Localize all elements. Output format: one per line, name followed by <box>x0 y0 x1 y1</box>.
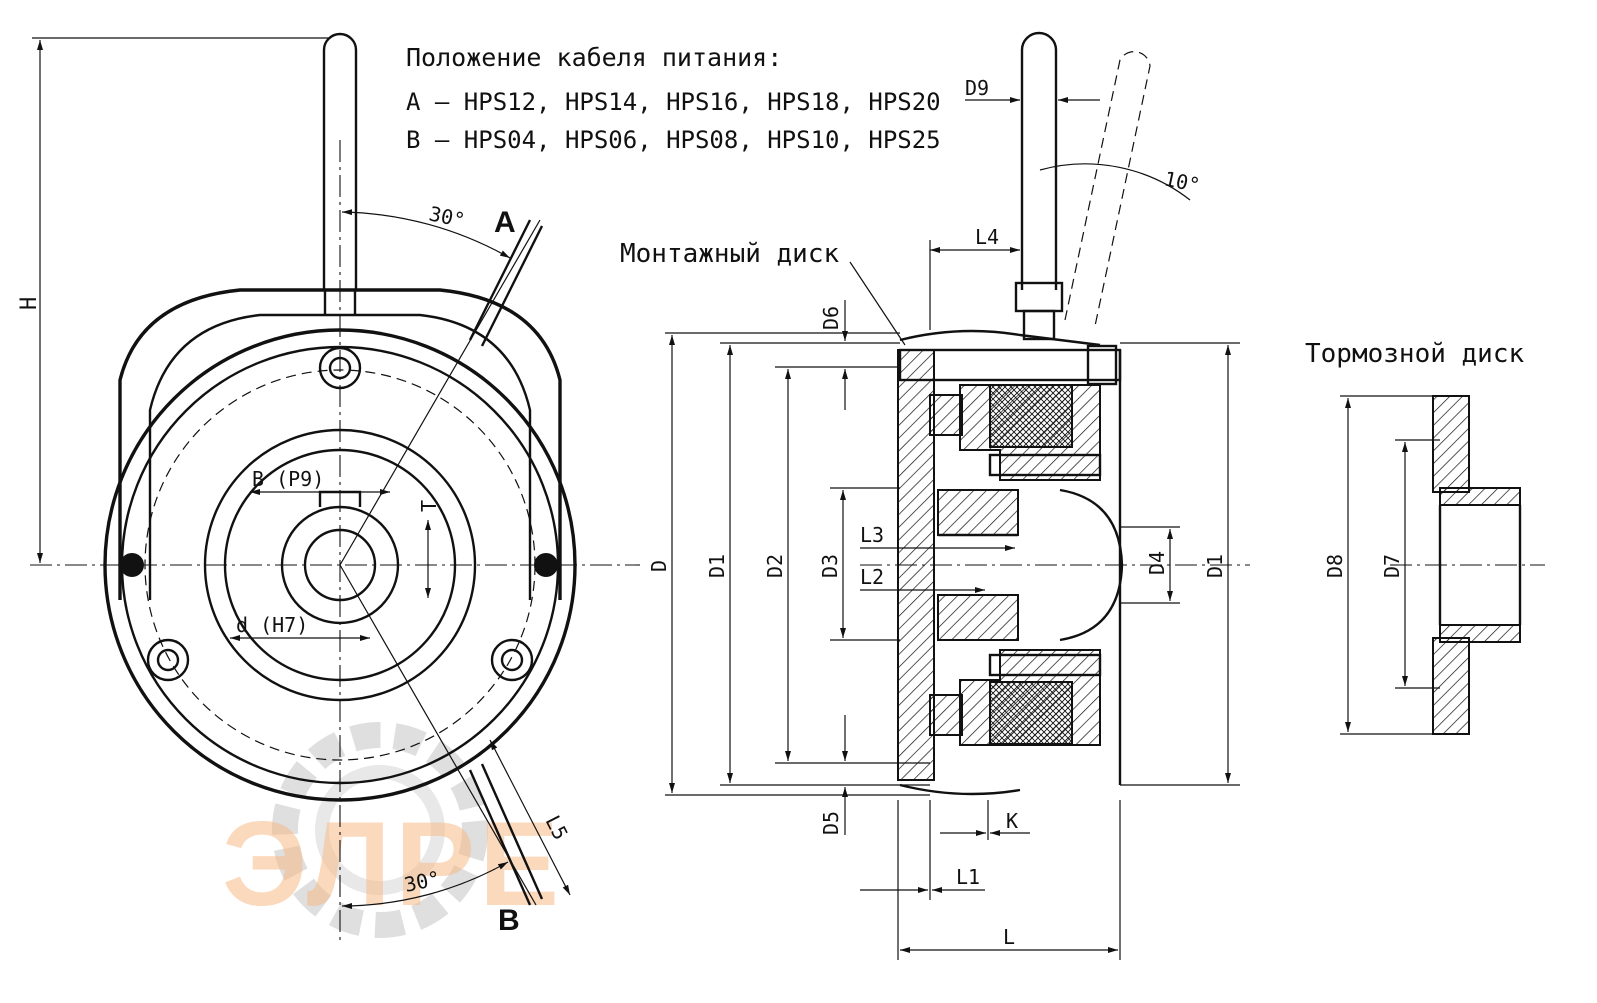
label-brake-disc: Тормозной диск <box>1305 339 1524 369</box>
label-angle-10: 10° <box>1162 166 1202 197</box>
label-mounting-disc: Монтажный диск <box>620 239 839 269</box>
front-view: A B 30° 30° H B (P9) T d (H7) L5 <box>17 32 640 940</box>
label-dim-d2: D2 <box>763 554 787 578</box>
cable-position-notes: Положение кабеля питания: A – HPS12, HPS… <box>406 43 941 154</box>
label-dim-h: H <box>17 297 42 310</box>
bolt-top <box>318 346 362 390</box>
label-dim-d3: D3 <box>818 554 842 578</box>
label-dim-d6: D6 <box>819 306 843 330</box>
section-view: Монтажный диск D9 10° L4 D6 D D1 D2 D3 L… <box>620 31 1250 960</box>
label-dim-d8: D8 <box>1323 554 1347 578</box>
label-dim-l2: L2 <box>860 565 884 589</box>
pivot-left <box>120 553 144 577</box>
label-dim-t: T <box>417 500 441 512</box>
label-pos-b: B <box>498 904 520 937</box>
bolt-bottom-right <box>490 638 534 682</box>
label-angle-top: 30° <box>427 201 467 232</box>
label-dim-d7: D7 <box>1380 554 1404 578</box>
label-dim-d1-right: D1 <box>1203 554 1227 578</box>
label-dim-d: d (H7) <box>236 613 308 637</box>
label-dim-d1-left: D1 <box>705 554 729 578</box>
label-dim-d9: D9 <box>965 76 989 100</box>
bolt-bottom-left <box>146 638 190 682</box>
cable-line-a: A – HPS12, HPS14, HPS16, HPS18, HPS20 <box>406 88 941 116</box>
label-dim-d4: D4 <box>1145 551 1169 575</box>
label-dim-l4: L4 <box>975 225 999 249</box>
pivot-right <box>534 553 558 577</box>
cable-line-b: B – HPS04, HPS06, HPS08, HPS10, HPS25 <box>406 126 941 154</box>
label-dim-l1: L1 <box>956 865 980 889</box>
label-pos-a: A <box>494 206 516 239</box>
label-dim-d5: D5 <box>819 811 843 835</box>
label-dim-l3: L3 <box>860 523 884 547</box>
brake-disc-view: Тормозной диск D8 D7 <box>1305 339 1545 735</box>
label-dim-d: D <box>647 560 671 572</box>
label-dim-l: L <box>1003 925 1015 949</box>
label-dim-b: B (P9) <box>252 467 324 491</box>
cable-heading: Положение кабеля питания: <box>406 43 782 72</box>
label-dim-k: K <box>1006 809 1018 833</box>
